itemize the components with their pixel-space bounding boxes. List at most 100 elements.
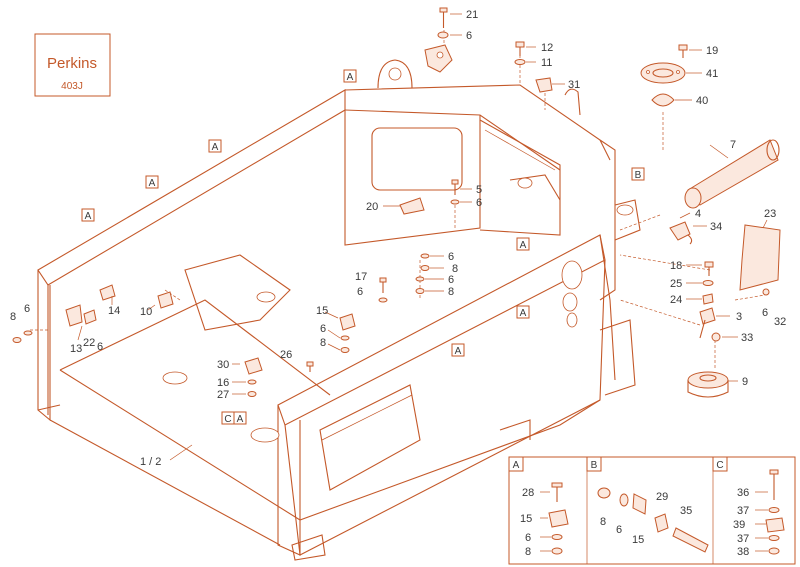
detail-inset: A 28 15 6 8 B 8 6 15 29 — [508, 456, 796, 565]
callout-4: 4 — [695, 208, 701, 220]
callout-13: 13 — [70, 343, 82, 355]
callout-6b: 6 — [476, 197, 482, 209]
ref-b: B — [635, 170, 642, 181]
brand-model: 403J — [61, 81, 83, 92]
inset-c-36: 36 — [737, 487, 749, 499]
inset-c-38: 38 — [737, 546, 749, 558]
callout-6i: 6 — [320, 323, 326, 335]
inset-b-15: 15 — [632, 534, 644, 546]
ref-a: A — [212, 142, 219, 153]
inset-a-6: 6 — [525, 532, 531, 544]
svg-text:B: B — [591, 460, 598, 471]
ref-a: A — [520, 240, 527, 251]
callout-8c: 8 — [10, 311, 16, 323]
cover-23 — [739, 224, 781, 291]
callout-16: 16 — [217, 377, 229, 389]
mount-41-assembly — [640, 44, 688, 107]
callout-9: 9 — [742, 376, 748, 388]
callout-20: 20 — [366, 201, 378, 213]
callout-5: 5 — [476, 184, 482, 196]
clamp-30-stack — [244, 357, 263, 397]
bolt-26 — [306, 361, 314, 372]
callout-31: 31 — [568, 79, 580, 91]
callout-10: 10 — [140, 306, 152, 318]
callout-25: 25 — [670, 278, 682, 290]
bolt-12-assembly — [514, 41, 553, 93]
callout-22: 22 — [83, 337, 95, 349]
clamp-4-34 — [669, 221, 693, 245]
callout-8d: 8 — [320, 337, 326, 349]
svg-text:C: C — [716, 460, 723, 471]
inset-c-37: 37 — [737, 505, 749, 517]
callout-8b: 8 — [448, 286, 454, 298]
clamp-15-mid — [339, 313, 356, 353]
callout-41: 41 — [706, 68, 718, 80]
clamp-icon — [424, 44, 453, 73]
ref-a: A — [347, 72, 354, 83]
callout-23: 23 — [764, 208, 776, 220]
washer-icon — [437, 31, 449, 39]
brand-name: Perkins — [47, 55, 97, 72]
callout-27: 27 — [217, 389, 229, 401]
ref-a: A — [149, 178, 156, 189]
leader-lines — [77, 13, 768, 461]
callout-6: 6 — [466, 30, 472, 42]
inset-a-28: 28 — [522, 487, 534, 499]
callout-8a: 8 — [452, 263, 458, 275]
callout-40: 40 — [696, 95, 708, 107]
inset-a-8: 8 — [525, 546, 531, 558]
callout-7: 7 — [730, 139, 736, 151]
left-small-parts — [12, 284, 174, 343]
ref-a: A — [237, 414, 244, 425]
callout-17: 17 — [355, 271, 367, 283]
callout-labels: 21 6 12 11 31 19 41 40 7 5 6 20 4 34 23 … — [10, 9, 786, 468]
detail-panel-a: A 28 15 6 8 — [508, 456, 569, 558]
mount-9 — [687, 371, 729, 398]
callout-21: 21 — [466, 9, 478, 21]
callout-18: 18 — [670, 260, 682, 272]
callout-12: 12 — [541, 42, 553, 54]
callout-26: 26 — [280, 349, 292, 361]
callout-34: 34 — [710, 221, 722, 233]
bracket-20 — [399, 179, 460, 215]
inset-b-6: 6 — [616, 524, 622, 536]
top-bolt-assembly — [424, 7, 453, 73]
callout-6h: 6 — [97, 341, 103, 353]
callout-1-2: 1 / 2 — [140, 456, 161, 468]
detail-panel-c: C 36 37 39 37 38 — [712, 456, 785, 558]
callout-19: 19 — [706, 45, 718, 57]
bolt-icon — [439, 7, 448, 13]
callout-6f: 6 — [762, 307, 768, 319]
inset-a-15: 15 — [520, 513, 532, 525]
callout-11: 11 — [541, 57, 552, 69]
callout-14: 14 — [108, 305, 120, 317]
callout-30: 30 — [217, 359, 229, 371]
reference-boxes: A A A A A A A B C A — [81, 69, 645, 425]
inset-c-37b: 37 — [737, 533, 749, 545]
washer-stack — [415, 253, 430, 294]
detail-panel-b: B 8 6 15 29 35 — [586, 456, 709, 553]
inset-b-8: 8 — [600, 516, 606, 528]
main-frame — [37, 59, 641, 561]
inset-b-29: 29 — [656, 491, 668, 503]
callout-6g: 6 — [24, 303, 30, 315]
inset-b-35: 35 — [680, 505, 692, 517]
callout-32: 32 — [774, 316, 786, 328]
ref-a: A — [520, 308, 527, 319]
callout-33: 33 — [741, 332, 753, 344]
callout-6d: 6 — [357, 286, 363, 298]
callout-3: 3 — [736, 311, 742, 323]
brand-box: Perkins 403J — [34, 33, 111, 97]
callout-15: 15 — [316, 305, 328, 317]
right-small-parts — [699, 261, 770, 342]
tube-7 — [684, 139, 780, 209]
ref-c: C — [224, 414, 231, 425]
svg-text:A: A — [513, 460, 520, 471]
callout-6e: 6 — [448, 274, 454, 286]
bolt-17 — [378, 277, 388, 303]
inset-c-39: 39 — [733, 519, 745, 531]
callout-6c: 6 — [448, 251, 454, 263]
callout-24: 24 — [670, 294, 682, 306]
ref-a: A — [85, 211, 92, 222]
